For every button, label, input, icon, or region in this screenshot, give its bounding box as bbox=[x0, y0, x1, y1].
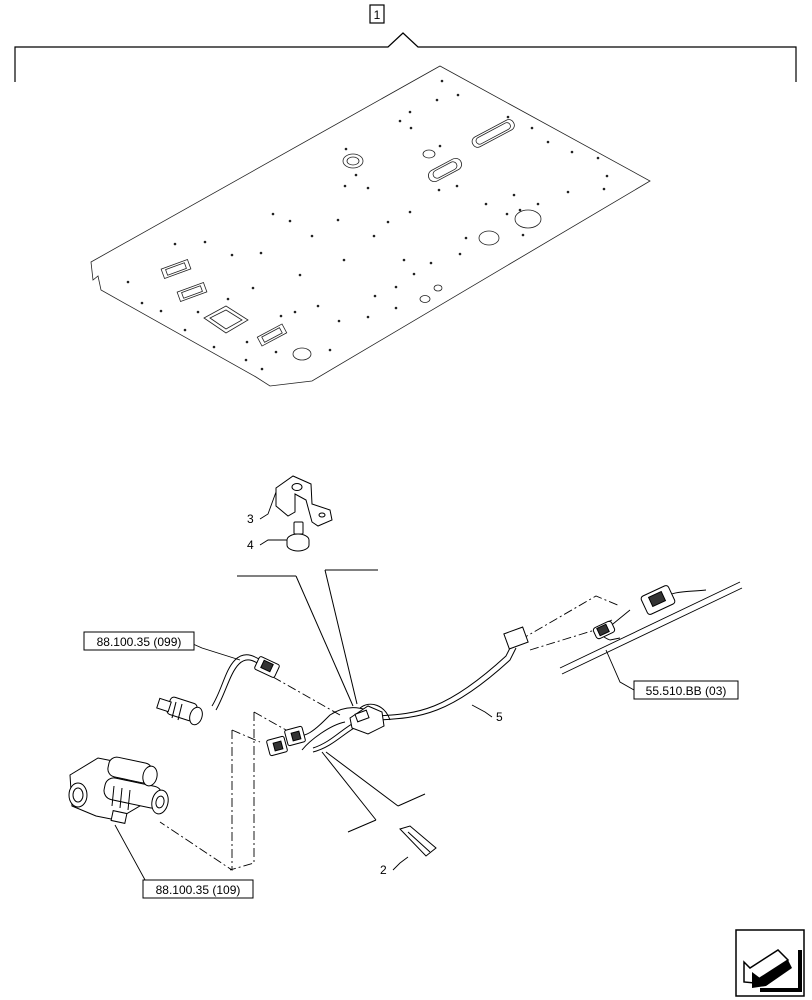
assembly-item-number: 1 bbox=[374, 8, 381, 22]
valve-actuator[interactable] bbox=[68, 756, 170, 824]
dashed-connections bbox=[159, 595, 621, 871]
reference-ref-c[interactable]: 55.510.BB (03) bbox=[605, 649, 739, 700]
bracket-part[interactable] bbox=[275, 475, 333, 527]
reference-ref-c-label: 55.510.BB (03) bbox=[646, 684, 727, 698]
floor-plate-holes bbox=[126, 79, 609, 371]
callout-2: 2 bbox=[380, 863, 387, 877]
reference-ref-b[interactable]: 88.100.35 (109) bbox=[114, 824, 254, 899]
reference-ref-a[interactable]: 88.100.35 (099) bbox=[83, 631, 241, 661]
callout-4: 4 bbox=[247, 538, 254, 552]
callout-labels: 3 4 2 5 bbox=[247, 512, 503, 877]
floor-plate bbox=[90, 65, 651, 387]
callout-leaders bbox=[259, 491, 493, 871]
seal-part[interactable] bbox=[399, 825, 437, 857]
reference-connectors-right bbox=[592, 585, 676, 640]
assembly-bracket bbox=[14, 32, 797, 82]
harness-connectors bbox=[254, 626, 529, 757]
next-page-arrow-icon[interactable] bbox=[735, 929, 805, 997]
assembly-item-box[interactable]: 1 bbox=[369, 4, 385, 24]
bolt-part[interactable] bbox=[286, 521, 310, 552]
harness-guide-lines bbox=[237, 569, 426, 833]
callout-5: 5 bbox=[496, 710, 503, 724]
pressure-sensor[interactable] bbox=[156, 696, 205, 726]
reference-ref-b-label: 88.100.35 (109) bbox=[156, 883, 241, 897]
callout-3: 3 bbox=[247, 512, 254, 526]
reference-ref-a-label: 88.100.35 (099) bbox=[97, 635, 182, 649]
